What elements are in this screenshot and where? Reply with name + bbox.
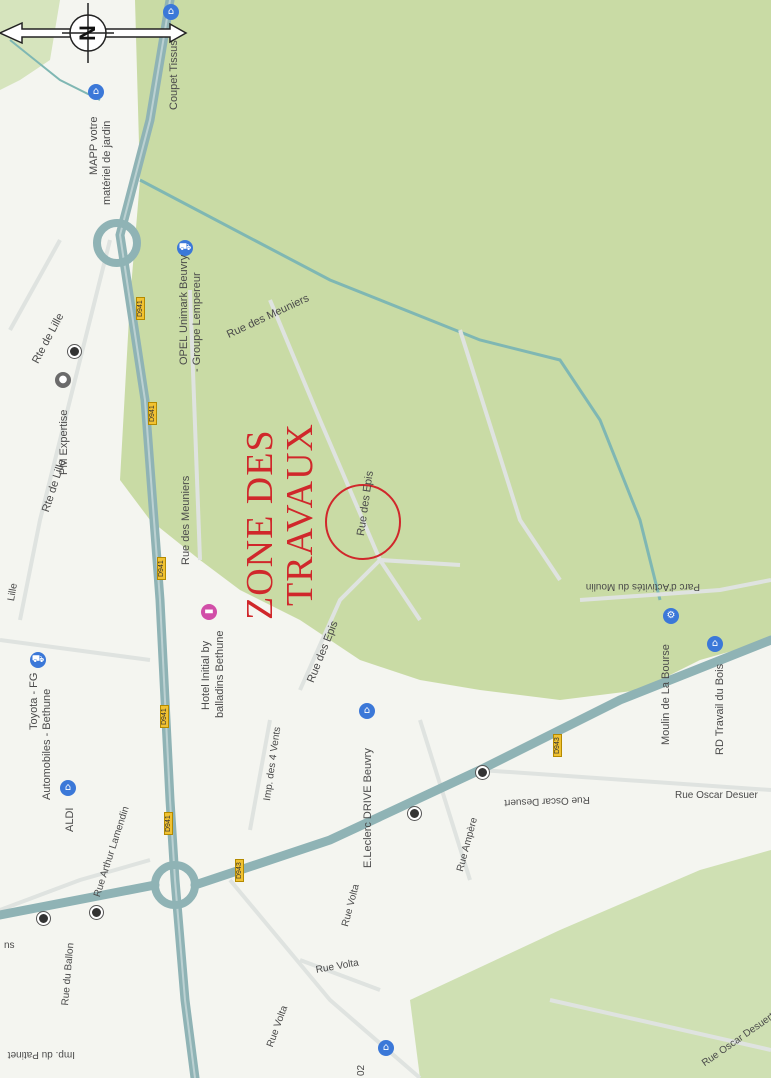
road-shield: D943: [235, 859, 244, 882]
bus-stop-icon[interactable]: [476, 766, 489, 779]
bus-stop-icon[interactable]: [408, 807, 421, 820]
shop-icon[interactable]: ⌂: [707, 636, 723, 652]
street-label: Rue des Meuniers: [180, 475, 192, 565]
compass-letter: N: [75, 25, 100, 41]
green-area: [120, 0, 771, 700]
street-label: 02: [356, 1064, 367, 1076]
road-shield: D941: [157, 557, 166, 580]
stream: [139, 178, 662, 601]
shop-icon[interactable]: ⌂: [359, 703, 375, 719]
bus-stop-icon[interactable]: [68, 345, 81, 358]
place-label: E.Leclerc DRIVE Beuvry: [362, 748, 374, 868]
work-zone-label-line1: ZONE DES: [239, 429, 281, 620]
shop-icon[interactable]: ⌂: [378, 1040, 394, 1056]
bus-stop-icon[interactable]: [37, 912, 50, 925]
road-shield: D943: [553, 734, 562, 757]
road-shield: D941: [136, 297, 145, 320]
road-shield: D941: [148, 402, 157, 425]
place-label: MAPP votre: [88, 116, 100, 176]
car-dealer-icon[interactable]: ⛟: [177, 240, 193, 256]
place-label: RD Travail du Bois: [714, 663, 726, 755]
place-label: Moulin de La Bourse: [660, 644, 672, 745]
green-area-west: [0, 0, 60, 90]
place-label: - Groupe Lempereur: [191, 272, 203, 372]
place-label: matériel de jardin: [101, 120, 113, 205]
roundabout-north: [93, 219, 141, 267]
shop-icon[interactable]: ⌂: [163, 4, 179, 20]
shop-icon[interactable]: ⌂: [88, 84, 104, 100]
place-label: Hotel Initial by: [200, 640, 212, 710]
work-zone-circle: [325, 484, 401, 560]
car-dealer-icon[interactable]: ⛟: [30, 652, 46, 668]
hotel-icon[interactable]: ▬: [201, 604, 217, 620]
landmark-icon[interactable]: ⚙: [663, 608, 679, 624]
bus-stop-icon[interactable]: [90, 906, 103, 919]
street-label: ns: [4, 940, 15, 951]
green-area-south: [410, 850, 771, 1078]
street-label: Imp. du Patinet: [7, 1049, 75, 1060]
work-zone-label-line2: TRAVAUX: [279, 423, 321, 606]
north-arrow-icon: N: [0, 3, 188, 63]
work-zone-label: ZONE DES TRAVAUX: [239, 423, 321, 620]
place-label: balladins Bethune: [214, 630, 226, 718]
roundabout-south: [151, 861, 199, 909]
place-label: Toyota - FG: [28, 672, 40, 730]
service-icon[interactable]: ●: [55, 372, 71, 388]
place-label: PM Expertise: [58, 409, 70, 475]
road-shield: D941: [160, 705, 169, 728]
shop-icon[interactable]: ⌂: [60, 780, 76, 796]
place-label: ALDI: [64, 807, 76, 832]
street-label: Parc d'Activités du Moulin: [585, 581, 700, 592]
road-shield: D941: [164, 812, 173, 835]
stream-2: [9, 39, 101, 101]
place-label: Automobiles - Bethune: [41, 688, 53, 800]
place-label: OPEL Unimark Beuvry: [178, 254, 190, 365]
street-label: Rue Oscar Desuer: [675, 790, 758, 801]
